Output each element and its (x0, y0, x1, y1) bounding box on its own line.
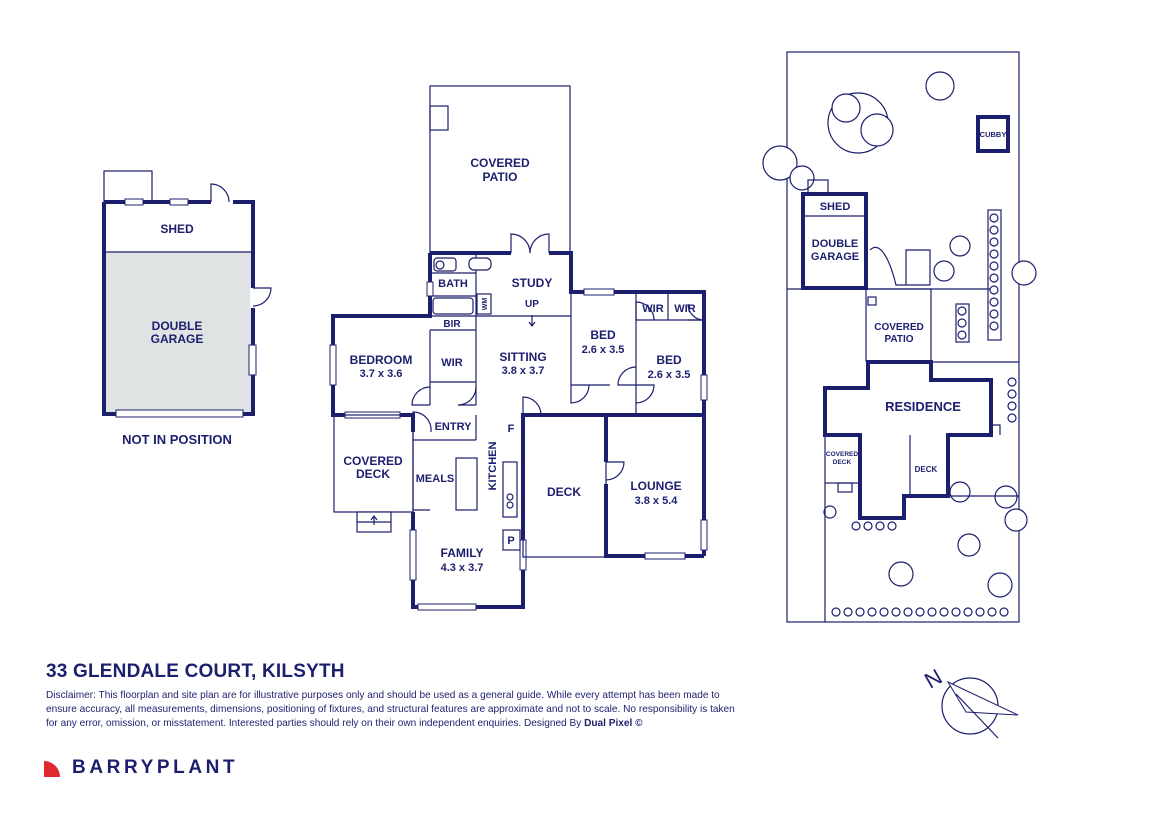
study-label: STUDY (512, 276, 553, 290)
garden-bed (987, 209, 1002, 341)
window (124, 198, 144, 206)
hedges (831, 213, 1017, 617)
shed-label: SHED (160, 222, 194, 236)
garden-bed (955, 303, 970, 343)
designer-credit: Dual Pixel © (584, 718, 643, 729)
property-address: 33 GLENDALE COURT, KILSYTH (46, 661, 345, 682)
north-icon: N (920, 664, 946, 694)
sitting-label: SITTING (499, 350, 546, 364)
brand-mark-icon (44, 761, 60, 777)
site-patio-label-2: PATIO (884, 334, 913, 345)
entry-label: ENTRY (435, 421, 473, 433)
wir-b-label: WIR (674, 303, 695, 315)
wir-bedroom-label: WIR (441, 357, 462, 369)
garage-walls (102, 200, 255, 416)
garage-label-line1: DOUBLE (152, 319, 203, 333)
garage-floor-shading (104, 252, 253, 414)
disclaimer: Disclaimer: This floorplan and site plan… (46, 689, 736, 731)
bedroom-label: BEDROOM (350, 353, 413, 367)
cubby (976, 115, 1010, 153)
deck-label: DECK (547, 485, 581, 499)
bed3-size: 2.6 x 3.5 (648, 369, 691, 381)
site-covered-deck-label-1: COVERED (826, 451, 858, 458)
shed-roof-outline (103, 170, 153, 203)
site-boundary (786, 51, 1020, 623)
residence-label: RESIDENCE (885, 399, 961, 414)
covered-patio-label-1: COVERED (470, 156, 530, 170)
disclaimer-text: Disclaimer: This floorplan and site plan… (46, 690, 735, 729)
site-garage-label-1: DOUBLE (812, 238, 858, 250)
compass: N (920, 664, 1019, 739)
separate-garage-plan: SHED DOUBLE GARAGE NOT IN POSITION (102, 170, 272, 447)
bed3-label: BED (656, 353, 682, 367)
garage-door (115, 409, 244, 418)
garage-label-line2: GARAGE (151, 332, 204, 346)
bedroom-size: 3.7 x 3.6 (360, 368, 403, 380)
covered-deck-label-1: COVERED (343, 454, 403, 468)
site-garage-label-2: GARAGE (811, 251, 859, 263)
driveway (869, 247, 931, 286)
bath-label: BATH (438, 278, 468, 290)
windows (329, 281, 708, 611)
kitchen-label: KITCHEN (487, 442, 499, 491)
pantry-label: P (507, 535, 514, 547)
house-floor-plan: COVERED PATIO (329, 85, 708, 611)
lounge-label: LOUNGE (630, 479, 681, 493)
cubby-label: CUBBY (980, 130, 1007, 139)
bed2-size: 2.6 x 3.5 (582, 344, 625, 356)
basin (468, 257, 492, 271)
site-plan: CUBBY SHED DOUBLE GARAGE COVERED PATIO R… (762, 51, 1037, 623)
wm-label: WM (482, 298, 489, 311)
sitting-size: 3.8 x 3.7 (502, 365, 545, 377)
window (248, 344, 257, 376)
bathtub (432, 297, 474, 315)
window (169, 198, 189, 206)
lounge-size: 3.8 x 5.4 (635, 495, 679, 507)
site-covered-deck-label-2: DECK (833, 459, 852, 466)
kitchen-island (455, 457, 478, 511)
pantry (502, 529, 521, 551)
door-swing (252, 287, 272, 307)
fixtures (333, 257, 607, 558)
site-patio-label-1: COVERED (874, 322, 923, 333)
family-size: 4.3 x 3.7 (441, 562, 484, 574)
up-label: UP (525, 299, 539, 310)
meals-label: MEALS (416, 473, 455, 485)
door-swing (210, 183, 230, 203)
fridge-label: F (508, 423, 515, 435)
wir-a-label: WIR (642, 303, 663, 315)
house-outer-walls (331, 251, 706, 609)
bir-label: BIR (443, 319, 461, 330)
not-in-position-note: NOT IN POSITION (122, 432, 232, 447)
covered-deck-label-2: DECK (356, 467, 390, 481)
stairs-arrow (528, 315, 536, 327)
bed2-label: BED (590, 328, 616, 342)
brand-name: BARRYPLANT (72, 757, 239, 778)
family-label: FAMILY (441, 546, 484, 560)
site-deck-label: DECK (915, 465, 938, 474)
covered-patio-label-2: PATIO (483, 170, 518, 184)
kitchen-bench (502, 461, 518, 518)
brand-logo: BARRYPLANT (44, 757, 238, 779)
site-garage (801, 192, 868, 290)
site-shed-label: SHED (820, 201, 851, 213)
residence-outline (823, 360, 993, 520)
deck-outline (522, 414, 607, 558)
